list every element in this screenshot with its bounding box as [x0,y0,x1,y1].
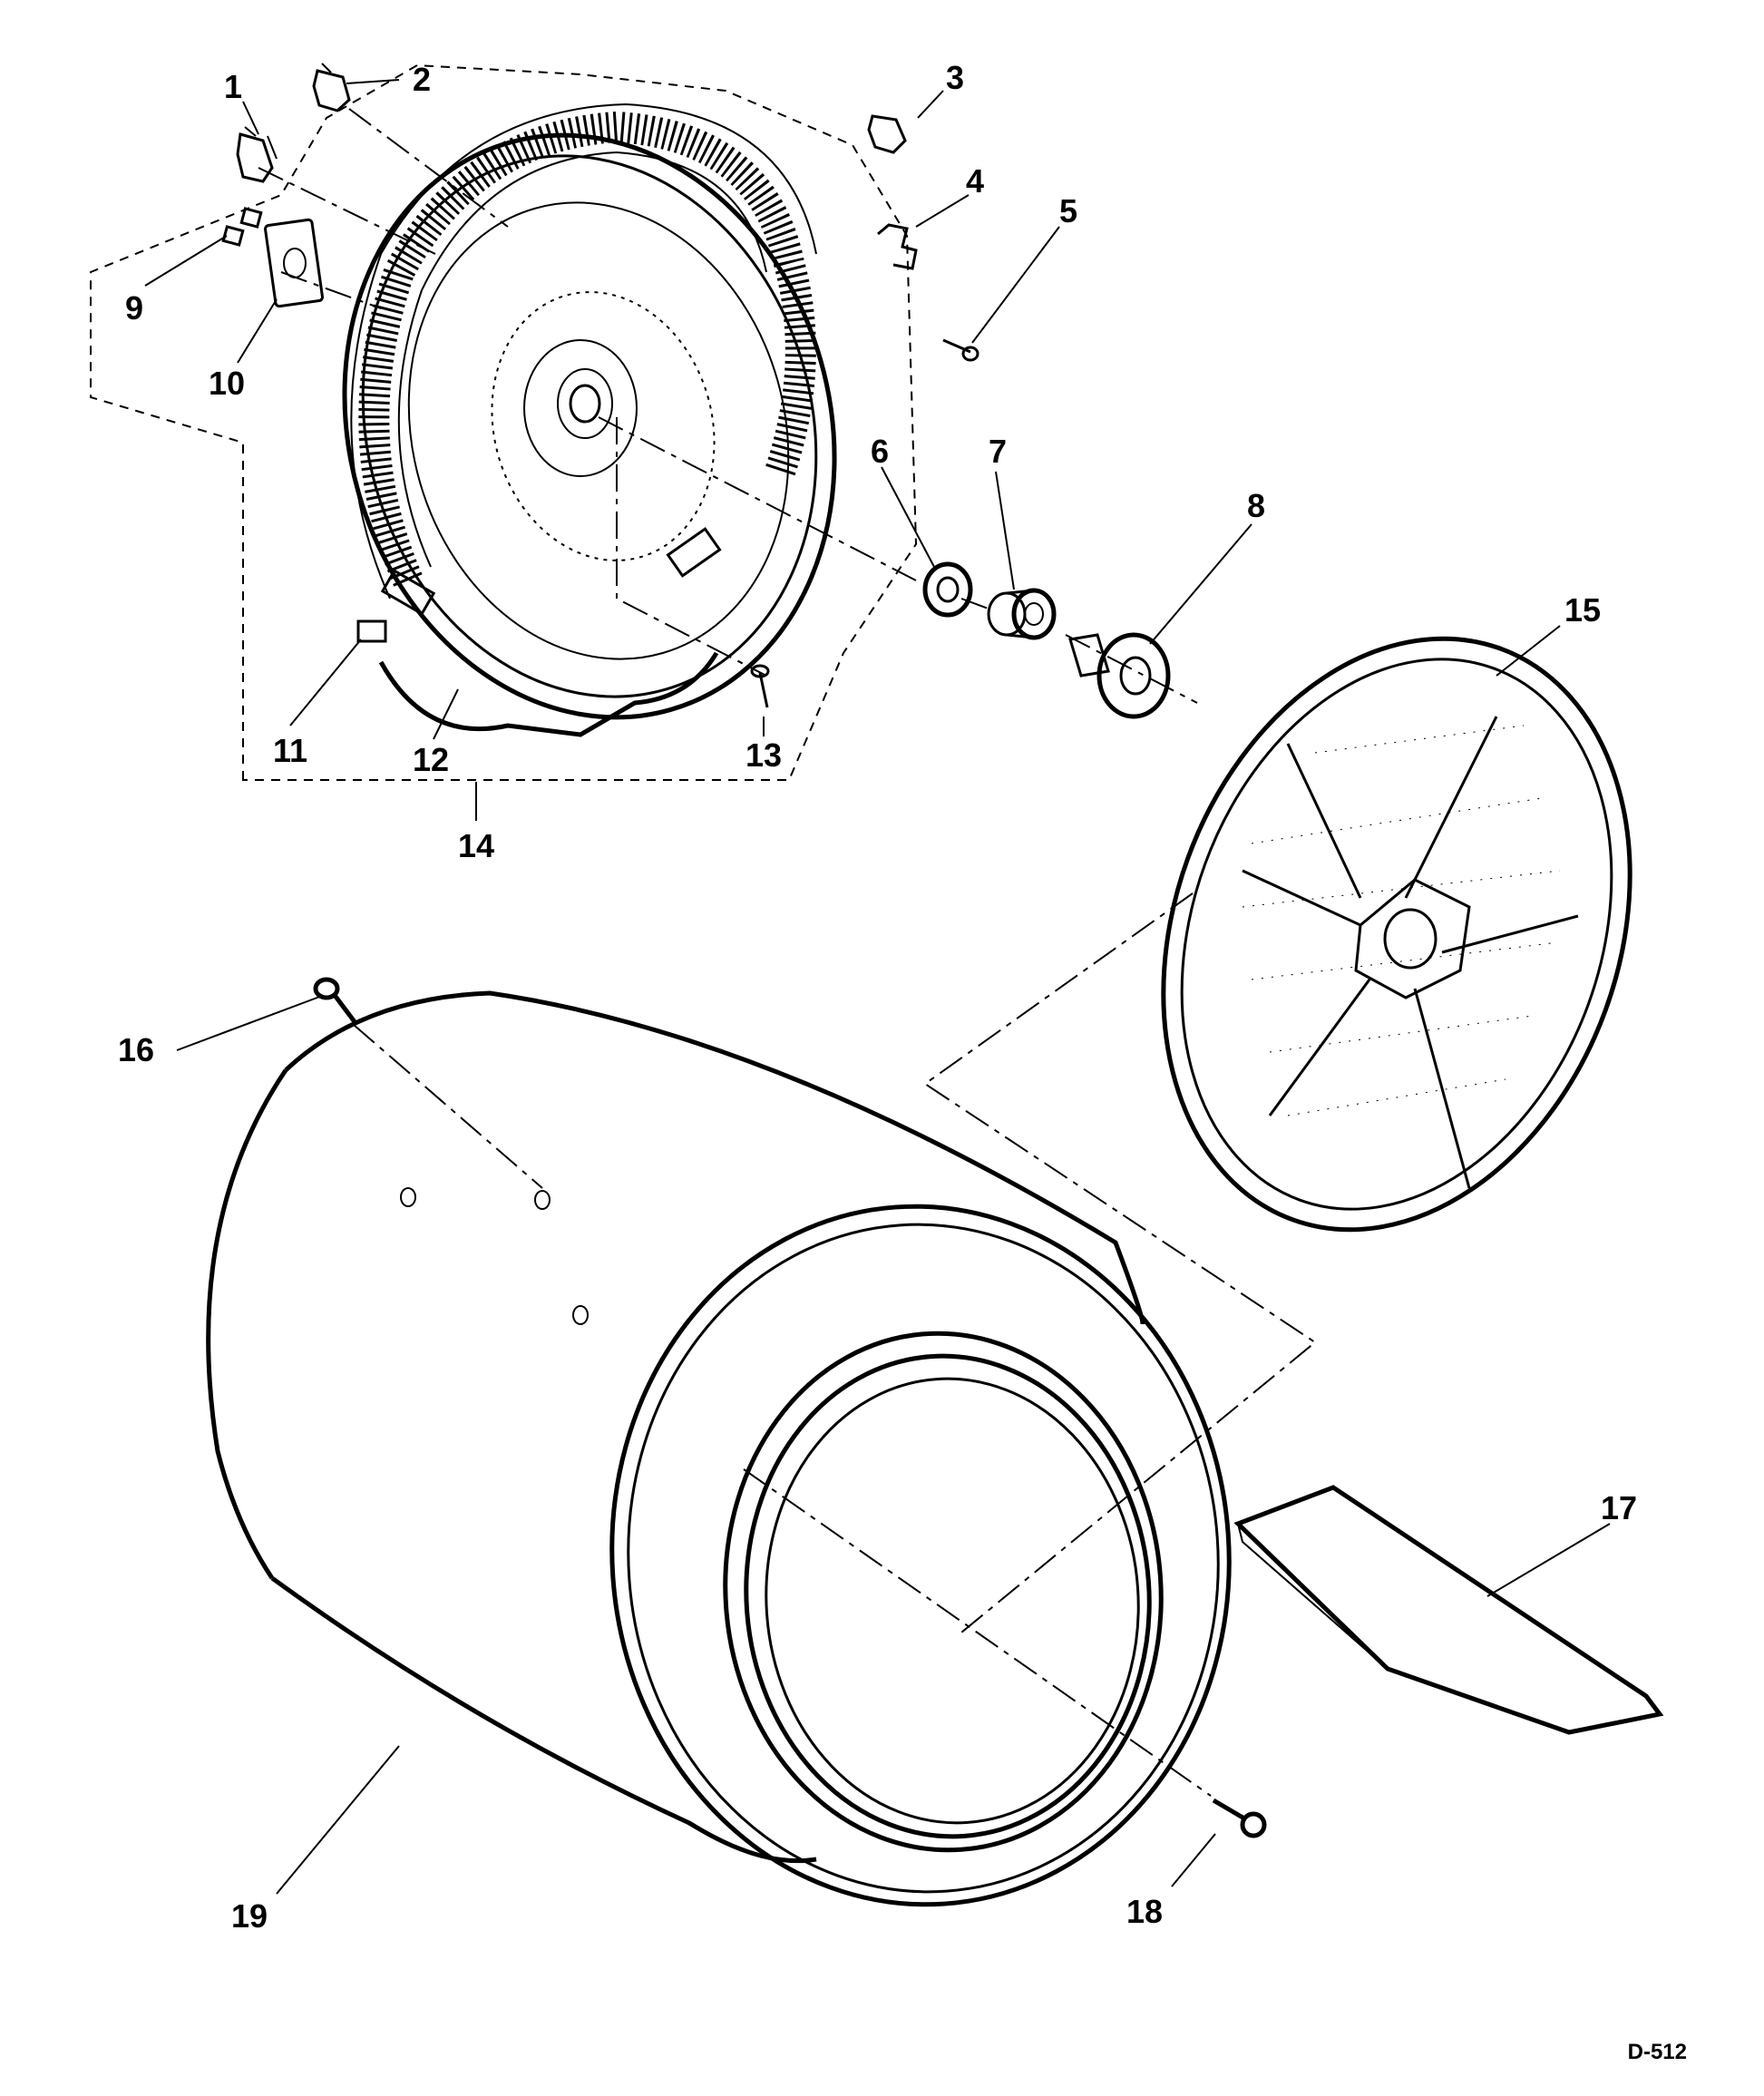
perforation-fill [1242,725,1561,1116]
callout-18: 18 [1126,1893,1163,1930]
heater-coil [358,111,816,587]
diagram-reference: D-512 [1628,2040,1687,2064]
part-7-bearing [987,588,1057,640]
rear-bulkhead [342,102,837,737]
callout-7: 7 [989,433,1007,470]
callout-3: 3 [946,59,964,96]
part-3-thermostat [867,114,907,154]
callout-2: 2 [413,61,431,98]
part-18-screw [1212,1798,1267,1838]
callout-12: 12 [413,741,449,778]
part-9-bracket [221,207,263,247]
callout-15: 15 [1564,591,1601,629]
alignment-line [743,1468,1212,1797]
callout-4: 4 [966,162,984,200]
callout-6: 6 [871,433,889,470]
part-6-washer [922,561,973,618]
part-2-thermostat [312,63,351,112]
alignment-line [598,416,1198,704]
part-8-shaft [1068,632,1171,719]
part-4-clip [877,223,918,270]
part-13-screw [750,664,770,708]
callout-8: 8 [1247,487,1265,524]
alignment-line [923,892,1317,1633]
callout-5: 5 [1059,192,1077,229]
callout-11: 11 [273,732,307,769]
leader-lines [144,79,1611,1895]
front-bulkhead [1161,636,1632,1233]
callout-17: 17 [1601,1489,1637,1526]
callout-13: 13 [746,736,782,774]
part-17-baffle [1233,1485,1664,1735]
callout-10: 10 [209,365,245,402]
part-16-screw [313,977,357,1025]
callout-19: 19 [231,1897,268,1935]
alignment-line [616,417,767,677]
callout-1: 1 [224,68,242,105]
alignment-line [353,1024,543,1189]
callout-16: 16 [118,1031,154,1068]
drum [206,990,1232,1907]
bearing-hub [569,384,601,424]
part-1-thermostat [236,126,278,183]
callout-9: 9 [125,289,143,327]
part-10-plate [264,218,324,308]
part-5-screw [942,338,979,362]
callout-14: 14 [458,827,494,864]
alignment-line [258,108,509,309]
